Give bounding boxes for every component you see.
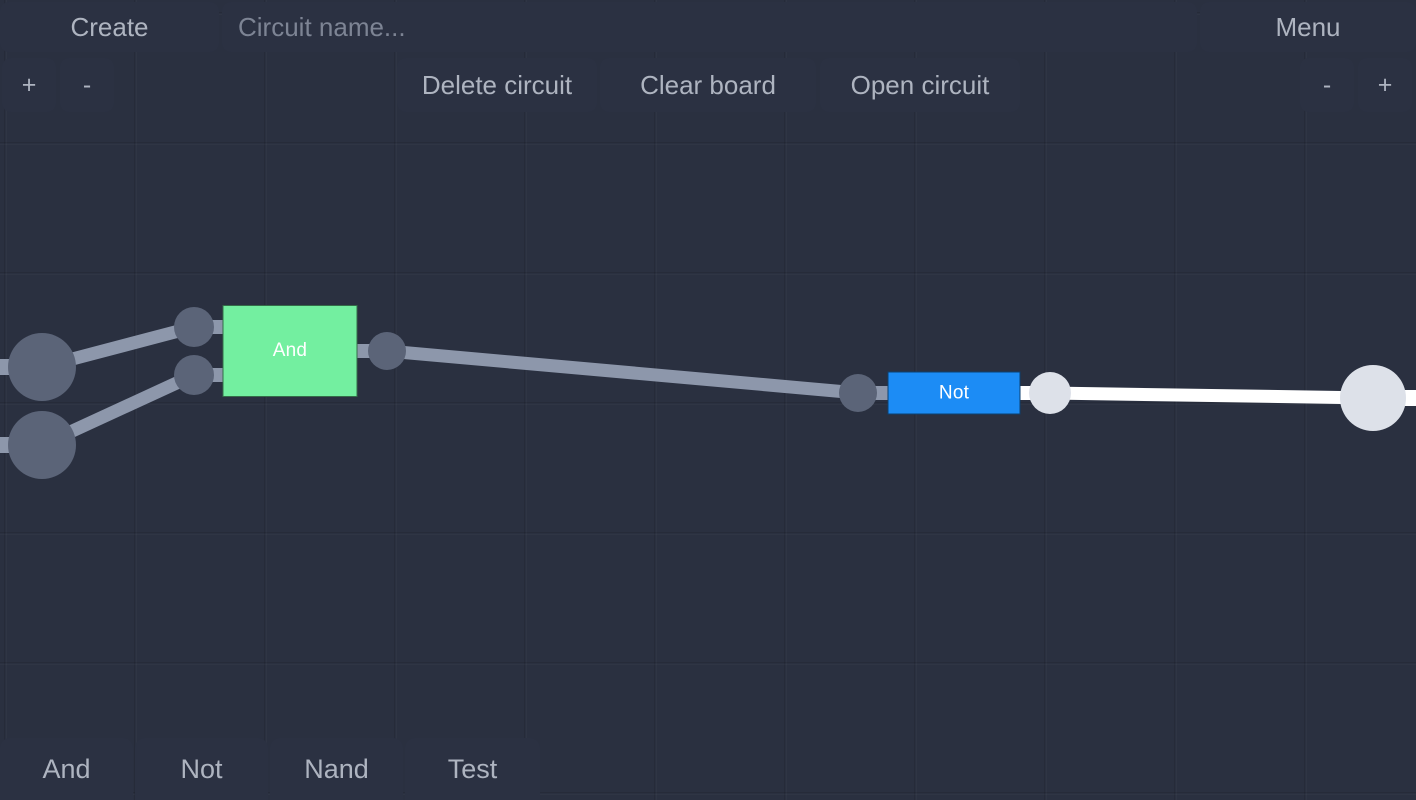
- open-circuit-button[interactable]: Open circuit: [820, 58, 1020, 112]
- gate-label: Not: [938, 382, 970, 403]
- palette-item-and[interactable]: And: [0, 738, 133, 800]
- and-input-2[interactable]: [174, 355, 214, 395]
- palette-item-label: Test: [447, 753, 498, 784]
- clear-board-button[interactable]: Clear board: [600, 58, 816, 112]
- gate-and[interactable]: And: [222, 305, 358, 397]
- toolbar-top: Create Menu: [0, 0, 1416, 54]
- create-button[interactable]: Create: [0, 2, 219, 52]
- view-zoom-out-button[interactable]: -: [1300, 58, 1354, 112]
- menu-button[interactable]: Menu: [1200, 2, 1416, 52]
- output-pin[interactable]: [1340, 365, 1406, 431]
- palette-item-label: And: [42, 753, 91, 784]
- circuit-name-input[interactable]: [222, 2, 1197, 52]
- gate-palette: And Not Nand Test: [0, 738, 540, 800]
- toolbar-second-row: + - Delete circuit Clear board Open circ…: [0, 56, 1416, 114]
- zoom-out-button[interactable]: -: [60, 58, 114, 112]
- gate-label: And: [272, 340, 308, 361]
- not-input[interactable]: [839, 374, 877, 412]
- and-output[interactable]: [368, 332, 406, 370]
- gate-not[interactable]: Not: [887, 371, 1021, 415]
- palette-item-not[interactable]: Not: [135, 738, 268, 800]
- input-pin-a[interactable]: [8, 333, 76, 401]
- input-pin-b[interactable]: [8, 411, 76, 479]
- zoom-in-button[interactable]: +: [2, 58, 56, 112]
- palette-item-label: Nand: [304, 753, 369, 784]
- palette-item-label: Not: [180, 753, 223, 784]
- palette-item-test[interactable]: Test: [405, 738, 540, 800]
- not-output[interactable]: [1029, 372, 1071, 414]
- view-zoom-in-button[interactable]: +: [1358, 58, 1412, 112]
- palette-item-nand[interactable]: Nand: [270, 738, 403, 800]
- delete-circuit-button[interactable]: Delete circuit: [397, 58, 597, 112]
- and-input-1[interactable]: [174, 307, 214, 347]
